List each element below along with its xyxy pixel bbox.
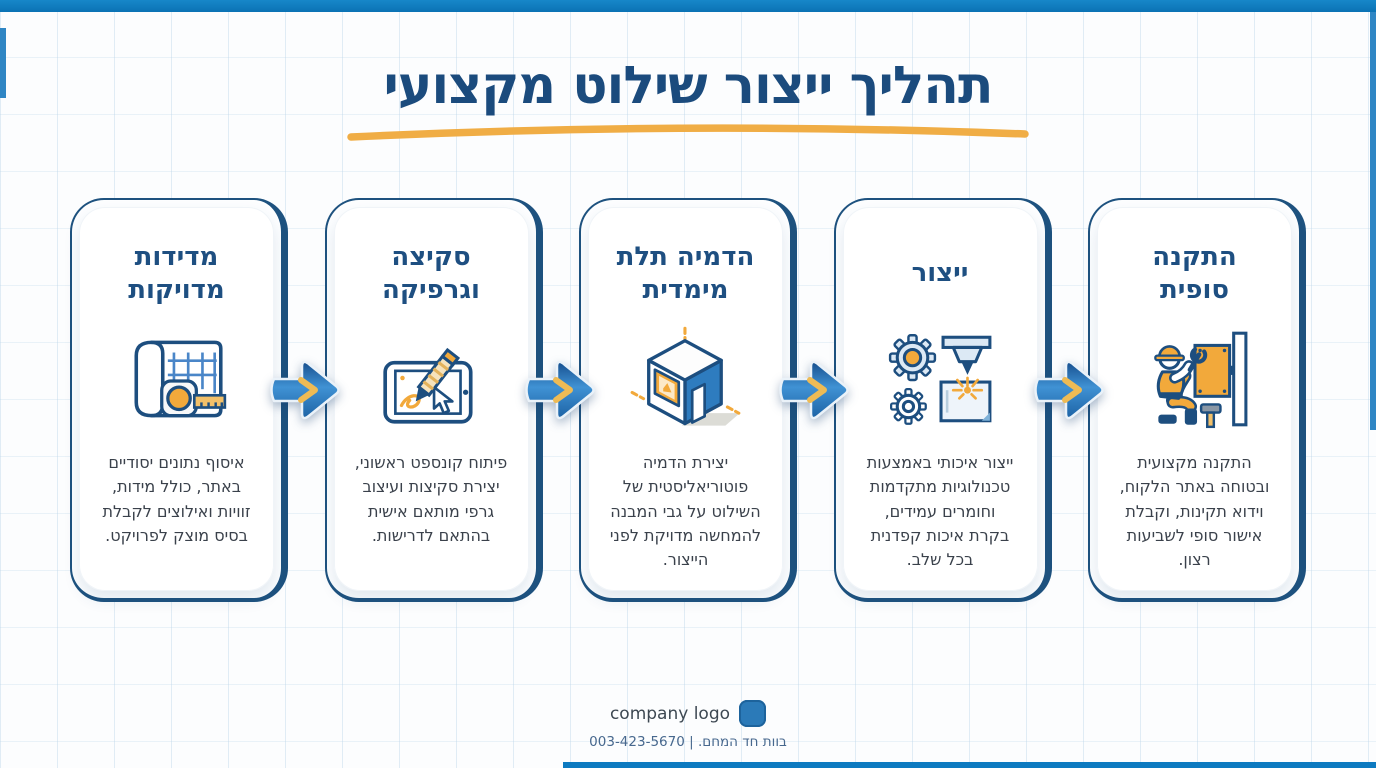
company-logo-row: company logo bbox=[0, 700, 1376, 727]
gears-laser-cutter-icon bbox=[884, 315, 996, 443]
isometric-building-3d-icon bbox=[628, 315, 744, 443]
step-card-installation: התקנה סופית bbox=[1088, 198, 1306, 602]
chevron-right-icon bbox=[807, 377, 827, 403]
right-edge-accent bbox=[1370, 12, 1376, 430]
step-description: איסוף נתונים יסודיים באתר, כולל מידות, ז… bbox=[102, 453, 251, 545]
step-description: יצירת הדמיה פוטוריאליסטית של השילוט על ג… bbox=[609, 453, 762, 570]
chevron-right-icon bbox=[1062, 377, 1082, 403]
step-title: סקיצה וגרפיקה bbox=[382, 241, 480, 305]
title-underline-stroke bbox=[347, 124, 1029, 141]
step-card-inner: מדידות מדויקות bbox=[79, 207, 274, 591]
step-card-inner: סקיצה וגרפיקה פיתוח קו bbox=[333, 207, 529, 591]
blueprint-measuring-tape-icon bbox=[121, 315, 233, 443]
step-card-measurements: מדידות מדויקות bbox=[70, 198, 288, 602]
step-description: פיתוח קונספט ראשוני, יצירת סקיצות ועיצוב… bbox=[354, 453, 508, 545]
step-title: התקנה סופית bbox=[1152, 241, 1237, 305]
step-card-inner: הדמיה תלת מימדית bbox=[588, 207, 783, 591]
page-title: תהליך ייצור שילוט מקצועי bbox=[383, 56, 993, 116]
step-description: ייצור איכותי באמצעות טכנולוגיות מתקדמות … bbox=[866, 453, 1014, 570]
step-card-sketch: סקיצה וגרפיקה פיתוח קו bbox=[324, 198, 543, 602]
chevron-right-icon bbox=[298, 377, 318, 403]
process-arrow-right-icon bbox=[525, 360, 595, 420]
bottom-accent-bar bbox=[563, 762, 1376, 768]
top-accent-bar bbox=[0, 0, 1376, 12]
process-steps-row: מדידות מדויקות bbox=[70, 198, 1306, 606]
step-card-inner: ייצור bbox=[842, 207, 1038, 591]
footer-contact-line: בוות חד המחם. | 003-423-5670 bbox=[589, 734, 787, 750]
process-arrow-right-icon bbox=[779, 360, 849, 420]
step-card-3d-render: הדמיה תלת מימדית bbox=[579, 198, 797, 602]
tablet-pencil-sketch-icon bbox=[375, 315, 487, 443]
step-title: ייצור bbox=[911, 258, 969, 289]
company-logo-icon bbox=[739, 700, 767, 727]
company-logo-label: company logo bbox=[609, 703, 731, 724]
footer: company logo בוות חד המחם. | 003-423-567… bbox=[0, 700, 1376, 750]
installer-worker-icon bbox=[1138, 315, 1252, 443]
process-arrow-right-icon bbox=[1034, 360, 1104, 420]
step-card-production: ייצור bbox=[833, 198, 1052, 602]
step-card-inner: התקנה סופית bbox=[1097, 207, 1292, 591]
process-arrow-right-icon bbox=[270, 360, 340, 420]
step-description: התקנה מקצועית ובטוחה באתר הלקוח, וידוא ת… bbox=[1119, 453, 1270, 570]
left-edge-accent bbox=[0, 28, 6, 98]
chevron-right-icon bbox=[553, 377, 573, 403]
step-title: הדמיה תלת מימדית bbox=[616, 241, 755, 305]
step-title: מדידות מדויקות bbox=[128, 241, 225, 305]
